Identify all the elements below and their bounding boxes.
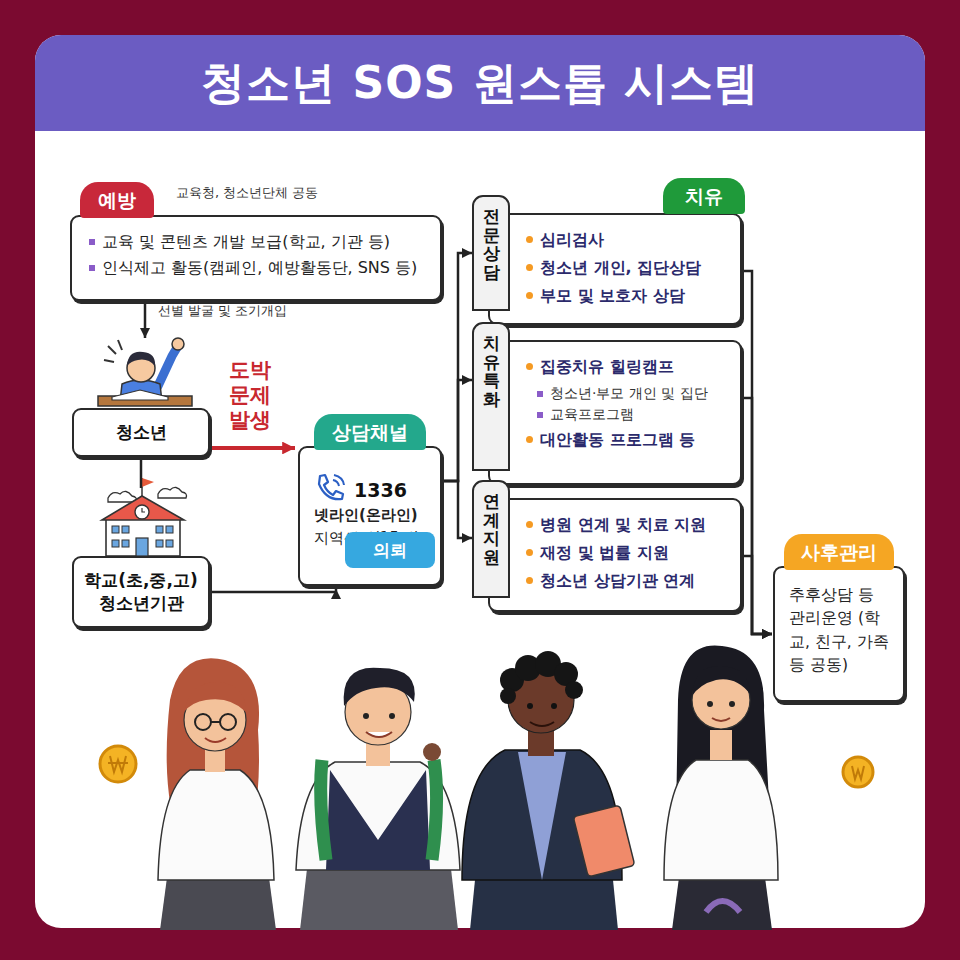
phone-row: 1336	[314, 476, 430, 504]
connector	[444, 253, 472, 481]
process-box: 예방교육 및 콘텐츠 개발 보급(학교, 기관 등)인식제고 활동(캠페인, 예…	[70, 215, 442, 301]
bullet-item: 심리검사	[526, 228, 732, 253]
bullet-item: 대안활동 프로그램 등	[526, 428, 732, 453]
process-box: 치유특화집중치유 힐링캠프청소년·부모 개인 및 집단교육프로그램대안활동 프로…	[472, 340, 742, 485]
bullet-item: 재정 및 법률 지원	[526, 541, 732, 566]
bullet-item: 청소년 개인, 집단상담	[526, 256, 732, 281]
bullet-item: 집중치유 힐링캠프	[526, 355, 732, 380]
connector	[140, 457, 143, 488]
process-box: 전문상담심리검사청소년 개인, 집단상담부모 및 보호자 상담	[472, 213, 742, 325]
illustration-space	[72, 488, 210, 556]
section-pill: 상담채널	[314, 414, 426, 450]
box-label: 청소년	[74, 410, 208, 455]
bullet-item: 인식제고 활동(캠페인, 예방활동단, SNS 등)	[88, 255, 424, 281]
bullet-item: 청소년 상담기관 연계	[526, 569, 732, 594]
connector	[444, 481, 472, 538]
note-label: 교육청, 청소년단체 공동	[176, 184, 318, 202]
title: 청소년 SOS 원스톱 시스템	[35, 35, 925, 131]
teen-girl-glasses	[158, 658, 276, 930]
process-box: 청소년	[72, 338, 210, 457]
connector	[211, 589, 336, 592]
note-label: 치유	[663, 178, 745, 214]
connector	[444, 380, 472, 481]
tab-shape: 연계지원	[472, 480, 510, 598]
channel-line: 넷라인(온라인)	[314, 504, 430, 527]
edge-label: 의뢰	[345, 532, 435, 568]
vertical-label: 연계지원	[483, 492, 500, 567]
label-box: 학교(초,중,고) 청소년기관	[72, 556, 210, 628]
bullet-item: 교육프로그램	[536, 404, 732, 425]
edge-label: 선별 발굴 및 조기개입	[158, 302, 287, 320]
vertical-label: 치유특화	[483, 334, 500, 409]
label-box: 청소년	[72, 408, 210, 457]
content-box: 집중치유 힐링캠프청소년·부모 개인 및 집단교육프로그램대안활동 프로그램 등	[488, 340, 742, 485]
process-box: 사후관리추후상담 등 관리운영 (학교, 친구, 가족 등 공동)	[773, 566, 905, 702]
illustration-space	[72, 338, 210, 408]
bullet-item: 청소년·부모 개인 및 집단	[536, 383, 732, 404]
box-body: 추후상담 등 관리운영 (학교, 친구, 가족 등 공동)	[789, 584, 893, 677]
process-box: 연계지원병원 연계 및 치료 지원재정 및 법률 지원청소년 상담기관 연계	[472, 498, 742, 612]
student-figure	[98, 338, 192, 406]
connector	[744, 398, 772, 634]
bullet-item: 병원 연계 및 치료 지원	[526, 513, 732, 538]
tab-shape: 치유특화	[472, 322, 510, 471]
bullet-item: 교육 및 콘텐츠 개발 보급(학교, 기관 등)	[88, 229, 424, 255]
teen-boy-folder	[462, 651, 635, 930]
content-box: 병원 연계 및 치료 지원재정 및 법률 지원청소년 상담기관 연계	[488, 498, 742, 612]
section-pill: 사후관리	[784, 534, 894, 570]
teen-boy-backpack	[296, 668, 460, 930]
bullet-item: 부모 및 보호자 상담	[526, 284, 732, 309]
box-label: 학교(초,중,고) 청소년기관	[74, 558, 208, 626]
phone-number: 1336	[354, 479, 407, 501]
content-box: 심리검사청소년 개인, 집단상담부모 및 보호자 상담	[488, 213, 742, 325]
vertical-label: 전문상담	[483, 207, 500, 282]
connector	[211, 446, 295, 450]
school-figure	[102, 478, 187, 556]
phone-icon	[314, 472, 348, 502]
teen-girl	[664, 645, 778, 930]
process-box: 학교(초,중,고) 청소년기관	[72, 488, 210, 628]
tab-shape: 전문상담	[472, 195, 510, 311]
connector	[744, 271, 772, 634]
edge-label: 도박 문제 발생	[224, 358, 276, 434]
connector	[144, 301, 147, 338]
section-pill: 예방	[80, 182, 154, 218]
connector	[744, 556, 772, 634]
